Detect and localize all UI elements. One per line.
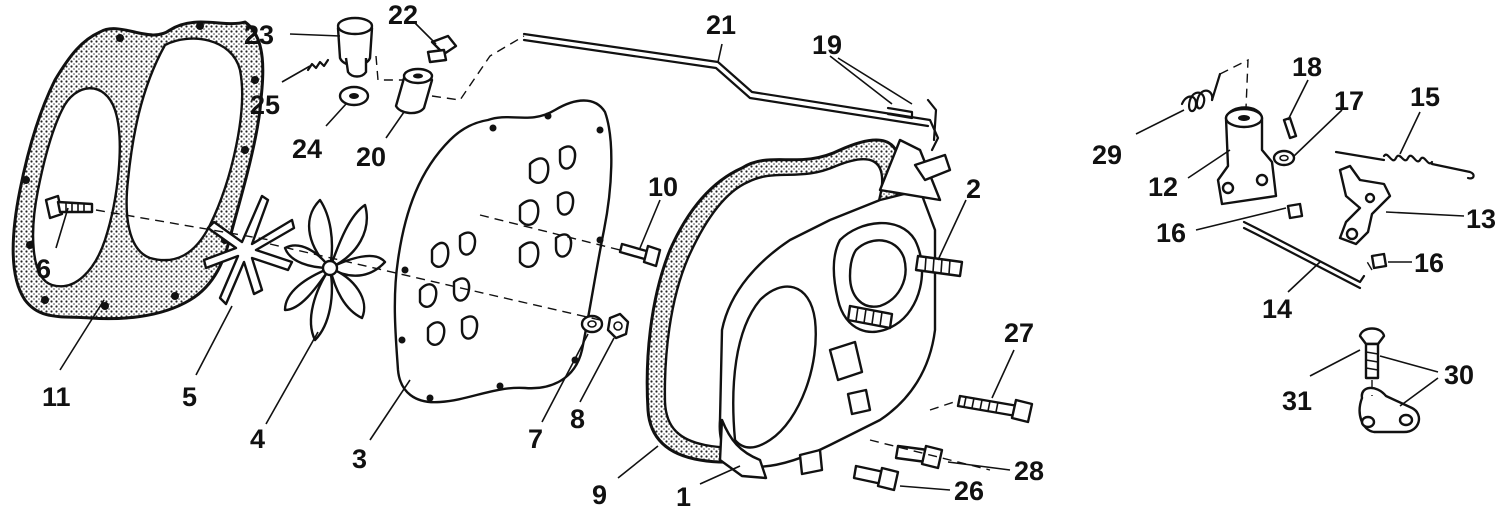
callout-3: 3 (352, 444, 367, 474)
stud-part-2 (846, 254, 964, 330)
callout-29: 29 (1092, 140, 1122, 170)
rod-part-21 (522, 32, 940, 152)
callout-28: 28 (1014, 456, 1044, 486)
screw-part-10 (618, 242, 662, 268)
callout-20: 20 (356, 142, 386, 172)
callout-25: 25 (250, 90, 280, 120)
callout-labels: 1 2 3 4 5 6 7 8 9 10 11 12 13 14 15 16 1… (36, 0, 1496, 510)
callout-27: 27 (1004, 318, 1034, 348)
callout-21: 21 (706, 10, 736, 40)
reed-valve-part-5 (202, 194, 296, 306)
screw-part-16-lower (1370, 252, 1388, 270)
callout-13: 13 (1466, 204, 1496, 234)
callout-10: 10 (648, 172, 678, 202)
leader-lines (55, 21, 1465, 491)
screw-part-31 (1358, 327, 1386, 380)
bushing-part-20 (394, 67, 434, 115)
rod-part-14 (1242, 220, 1366, 290)
callout-15: 15 (1410, 82, 1440, 112)
callout-30: 30 (1444, 360, 1474, 390)
callout-9: 9 (592, 480, 607, 510)
screw-part-27 (956, 394, 1034, 424)
nut-part-8 (606, 312, 630, 340)
screw-part-26 (852, 464, 900, 492)
centerlines (95, 35, 1373, 471)
callout-2: 2 (966, 174, 981, 204)
screw-part-22 (426, 34, 458, 64)
callout-23: 23 (244, 20, 274, 50)
callout-26: 26 (954, 476, 984, 506)
pin-part-18 (1282, 116, 1298, 140)
knob-part-23 (336, 16, 374, 78)
callout-24: 24 (292, 134, 322, 164)
callout-4: 4 (250, 424, 265, 454)
clip-part-19 (886, 106, 914, 120)
screw-part-6 (44, 194, 94, 220)
callout-11: 11 (42, 382, 71, 412)
reed-valve-part-4 (283, 198, 387, 342)
callout-17: 17 (1334, 86, 1364, 116)
washer-part-17 (1272, 149, 1296, 167)
callout-1: 1 (676, 482, 691, 510)
callout-22: 22 (388, 0, 418, 30)
lever-part-12 (1216, 106, 1278, 206)
callout-6: 6 (36, 254, 51, 284)
callout-8: 8 (570, 404, 585, 434)
callout-14: 14 (1262, 294, 1292, 324)
valve-plate-part-3 (393, 99, 613, 404)
spring-part-29 (1180, 72, 1222, 113)
clamp-part-30 (1358, 386, 1421, 434)
carburetor-body-part-1 (718, 138, 952, 480)
callout-31: 31 (1282, 386, 1312, 416)
callout-16b: 16 (1414, 248, 1444, 278)
callout-16a: 16 (1156, 218, 1186, 248)
spring-part-25 (306, 58, 330, 72)
callout-5: 5 (182, 382, 197, 412)
callout-19: 19 (812, 30, 842, 60)
screw-part-28 (894, 444, 944, 470)
screw-part-16-upper (1286, 202, 1304, 220)
callout-12: 12 (1148, 172, 1178, 202)
spring-part-15 (1334, 150, 1475, 180)
callout-7: 7 (528, 424, 543, 454)
gasket-part-11 (11, 20, 265, 321)
callout-18: 18 (1292, 52, 1322, 82)
washer-part-24 (338, 85, 370, 107)
bracket-part-13 (1338, 164, 1392, 246)
